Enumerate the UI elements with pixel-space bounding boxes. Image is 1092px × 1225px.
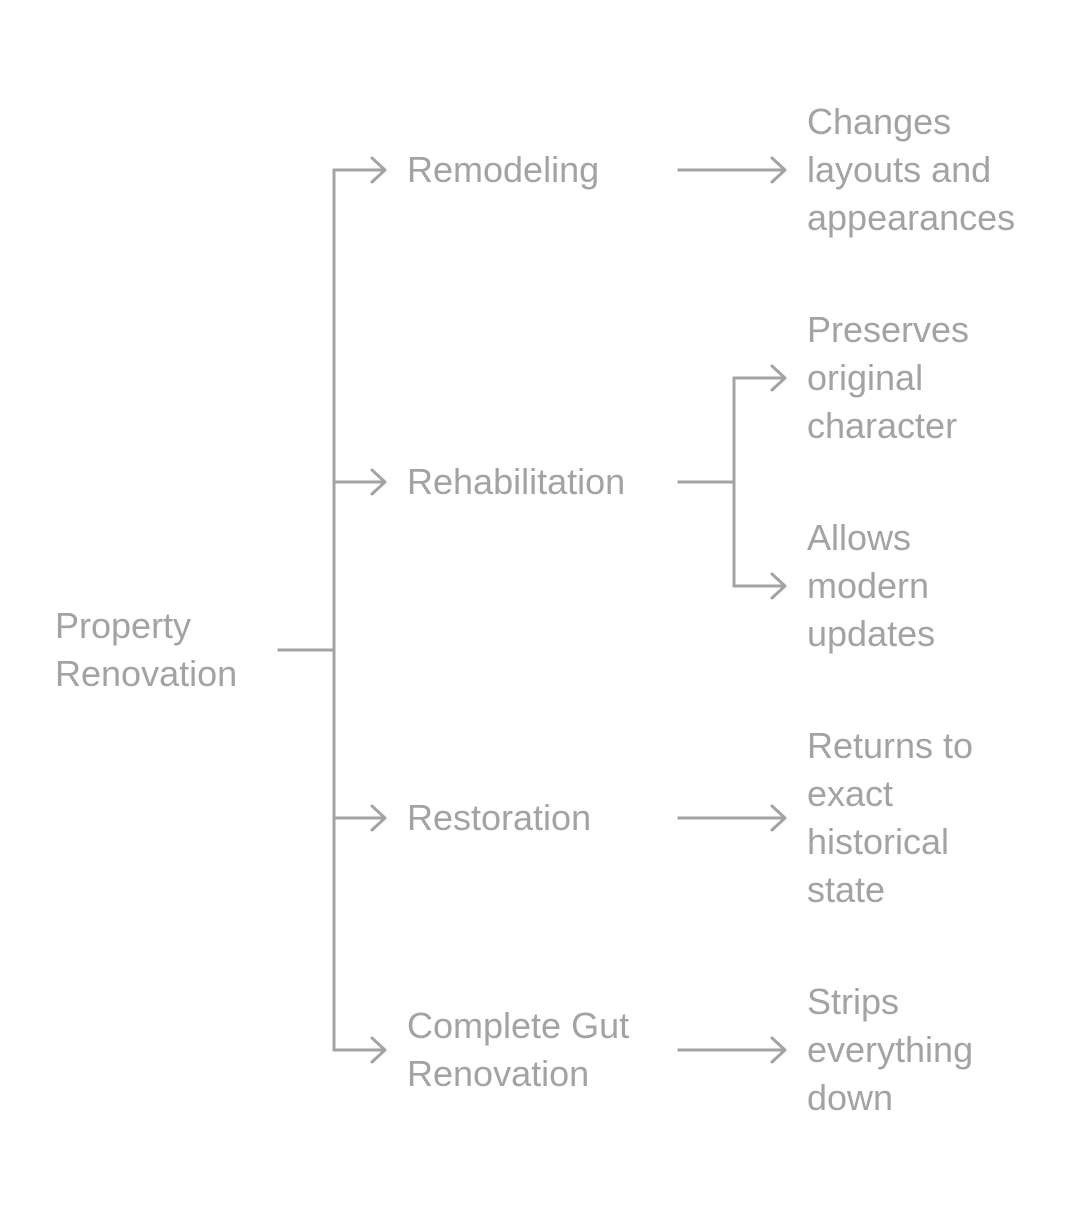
leaf-node-strips-everything: Strips everything down	[807, 981, 974, 1118]
arrowhead-remodeling	[370, 156, 387, 184]
root-node-label: Property Renovation	[55, 605, 238, 694]
arrowhead-preserves-original	[770, 364, 787, 392]
leaf-node-allows-modern: Allows modern updates	[807, 517, 936, 654]
arrowhead-allows-modern	[770, 572, 787, 600]
connector-rehab-fork	[677, 376, 736, 588]
leaf-node-returns-to-exact: Returns to exact historical state	[807, 725, 974, 910]
arrowhead-rehabilitation	[370, 468, 387, 496]
branch-node-remodeling: Remodeling	[407, 149, 600, 190]
branch-node-rehabilitation: Rehabilitation	[407, 461, 626, 502]
arrowhead-changes-layouts	[770, 156, 787, 184]
branch-node-restoration: Restoration	[407, 797, 592, 838]
arrowhead-complete-gut	[370, 1036, 387, 1064]
leaf-node-preserves-original: Preserves original character	[807, 309, 970, 446]
arrowhead-returns-to-exact	[770, 804, 787, 832]
leaf-node-changes-layouts: Changes layouts and appearances	[807, 101, 1016, 238]
arrowhead-restoration	[370, 804, 387, 832]
arrowhead-strips-everything	[770, 1036, 787, 1064]
branch-node-complete-gut-renovation: Complete Gut Renovation	[407, 1005, 630, 1094]
